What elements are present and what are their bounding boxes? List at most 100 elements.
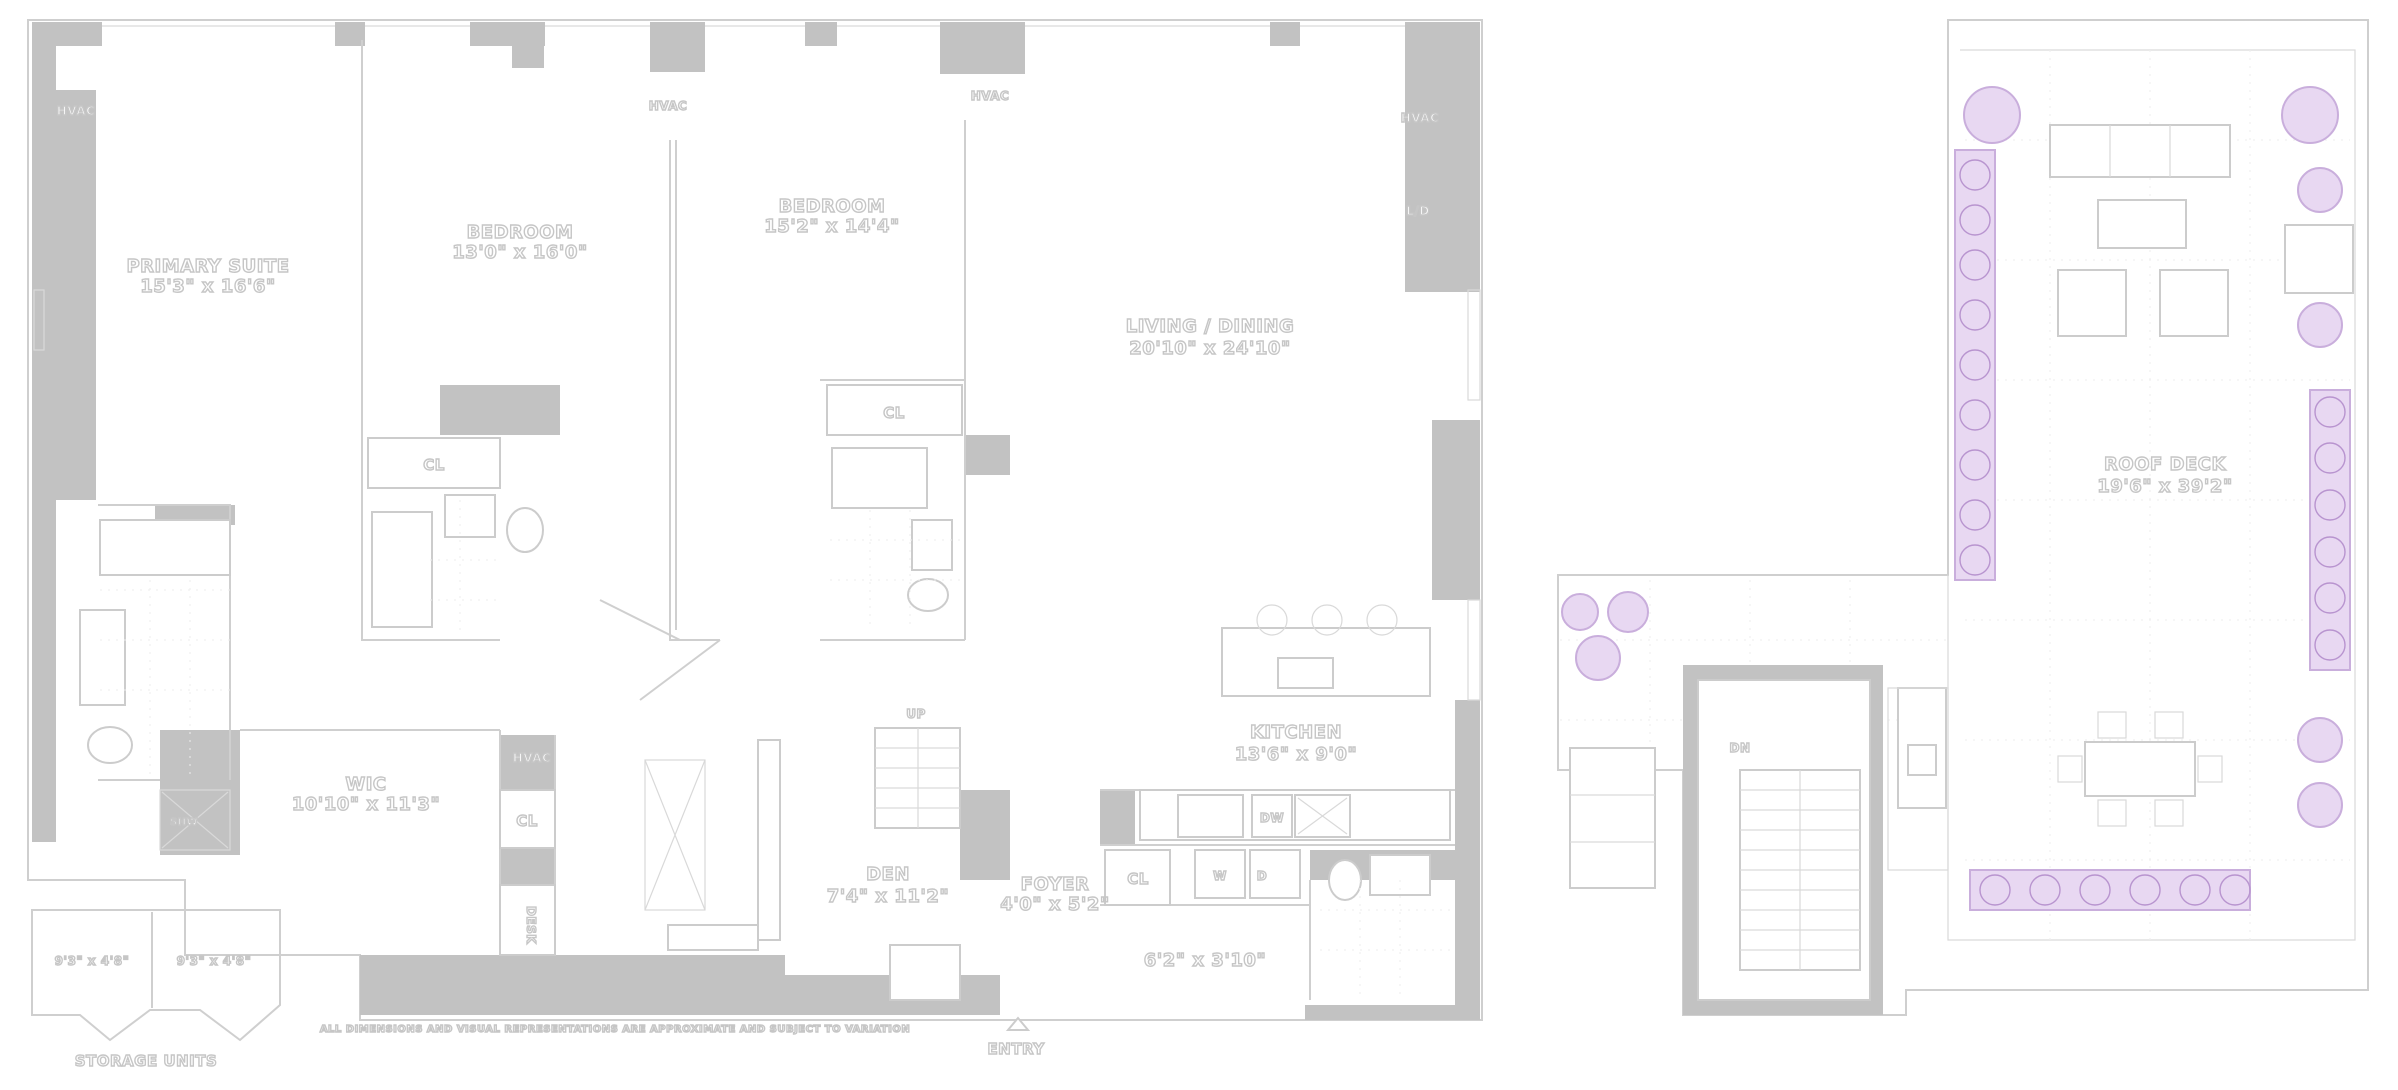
dishwasher-label: DW <box>1260 811 1284 825</box>
storage-unit-1-dims: 9'3" x 4'8" <box>55 954 130 968</box>
wall-col <box>1270 22 1300 46</box>
room-name-den: DEN <box>866 864 910 885</box>
dining-table <box>2084 741 2196 797</box>
ld-label: L/D <box>1406 204 1430 218</box>
planter-row <box>1969 869 2251 911</box>
round-planter <box>1575 635 1621 681</box>
bar-sink <box>1907 744 1937 776</box>
room-dims-bedroom-1: 13'0" x 16'0" <box>452 242 588 263</box>
closet-label: CL <box>883 404 905 422</box>
room-name-bedroom-1: BEDROOM <box>467 222 574 243</box>
hvac-label: HVAC <box>57 104 96 118</box>
closet <box>1104 849 1171 906</box>
washer-label: W <box>1213 869 1227 883</box>
wall-col <box>512 40 544 68</box>
tile-grid <box>100 580 230 780</box>
window <box>1467 289 1481 401</box>
stairs-down <box>1739 769 1861 971</box>
wall-col <box>1405 22 1480 292</box>
round-planter <box>1607 591 1649 633</box>
tile-grid <box>830 510 960 630</box>
sink <box>79 609 126 706</box>
washer <box>1194 849 1246 899</box>
den-shelf <box>757 739 781 941</box>
den-bench <box>667 924 759 951</box>
hvac-label: HVAC <box>1401 111 1440 125</box>
hvac-label: HVAC <box>513 751 552 765</box>
main-apartment <box>27 19 1483 1031</box>
wall-col <box>335 22 365 46</box>
bathtub <box>831 447 928 509</box>
toilet <box>87 726 133 764</box>
round-planter <box>2281 86 2339 144</box>
closet-label: CL <box>516 812 538 830</box>
wall-col <box>32 22 56 842</box>
dryer <box>1249 849 1301 899</box>
storage-unit-2-dims: 9'3" x 4'8" <box>177 954 252 968</box>
room-name-roof-deck: ROOF DECK <box>2104 454 2226 475</box>
toilet <box>1328 859 1362 901</box>
wall-col <box>32 22 102 46</box>
shower <box>159 789 231 851</box>
round-planter <box>2297 782 2343 828</box>
hvac-label: HVAC <box>649 99 688 113</box>
partition <box>669 140 720 641</box>
stairs-up-label: UP <box>906 707 926 721</box>
sink <box>1369 854 1431 896</box>
room-name-living-dining: LIVING / DINING <box>1126 316 1294 337</box>
wall-col <box>650 22 705 72</box>
stairs-down-label: DN <box>1729 741 1750 755</box>
room-dims-primary-suite: 15'3" x 16'6" <box>140 276 276 297</box>
planter-bed <box>1887 687 1949 871</box>
shower-label: SHW <box>170 817 198 828</box>
sink <box>444 494 496 538</box>
room-dims-laundry: 6'2" x 3'10" <box>1144 950 1267 971</box>
room-name-foyer: FOYER <box>1021 874 1090 895</box>
wall-col <box>960 790 1010 880</box>
room-dims-roof-deck: 19'6" x 39'2" <box>2097 476 2233 497</box>
round-planter <box>1561 593 1599 631</box>
wall-col <box>940 22 1025 74</box>
room-name-bedroom-2: BEDROOM <box>779 196 886 217</box>
dryer-label: D <box>1257 869 1267 883</box>
wall-col <box>500 735 555 1015</box>
room-name-kitchen: KITCHEN <box>1250 722 1342 743</box>
round-planter <box>1963 86 2021 144</box>
room-dims-wic: 10'10" x 11'3" <box>292 794 441 815</box>
wall-col <box>965 435 1010 475</box>
round-planter <box>2297 302 2343 348</box>
tile-grid <box>430 500 500 630</box>
wall-col <box>675 955 785 1015</box>
disclaimer: ALL DIMENSIONS AND VISUAL REPRESENTATION… <box>320 1024 910 1035</box>
lounge-chair <box>2159 269 2229 337</box>
window <box>1467 599 1481 701</box>
room-name-wic: WIC <box>345 774 386 795</box>
partition <box>361 40 500 641</box>
closet <box>826 384 963 436</box>
room-name-primary-suite: PRIMARY SUITE <box>126 256 289 277</box>
entry-label: ENTRY <box>987 1040 1045 1058</box>
closet-label: CL <box>423 456 445 474</box>
wall-col <box>440 385 560 435</box>
room-dims-den: 7'4" x 11'2" <box>827 886 950 907</box>
room-dims-kitchen: 13'6" x 9'0" <box>1235 744 1358 765</box>
den-cabinet <box>889 944 961 1001</box>
stairs-up <box>874 727 961 829</box>
planter-row <box>1954 149 1996 581</box>
closet <box>499 789 556 849</box>
closet <box>499 884 556 956</box>
toilet <box>907 578 949 612</box>
side-table <box>2284 224 2354 294</box>
window <box>33 289 45 351</box>
den-rug <box>644 759 706 911</box>
coffee-table <box>2097 199 2187 249</box>
dishwasher <box>1251 794 1293 838</box>
toilet <box>506 507 544 553</box>
storage-units-label: STORAGE UNITS <box>75 1052 218 1070</box>
lounge-chair <box>2057 269 2127 337</box>
sink <box>911 519 953 571</box>
roof-deck <box>1557 19 2369 1016</box>
closet-label: CL <box>1127 870 1149 888</box>
bathtub <box>371 511 433 628</box>
